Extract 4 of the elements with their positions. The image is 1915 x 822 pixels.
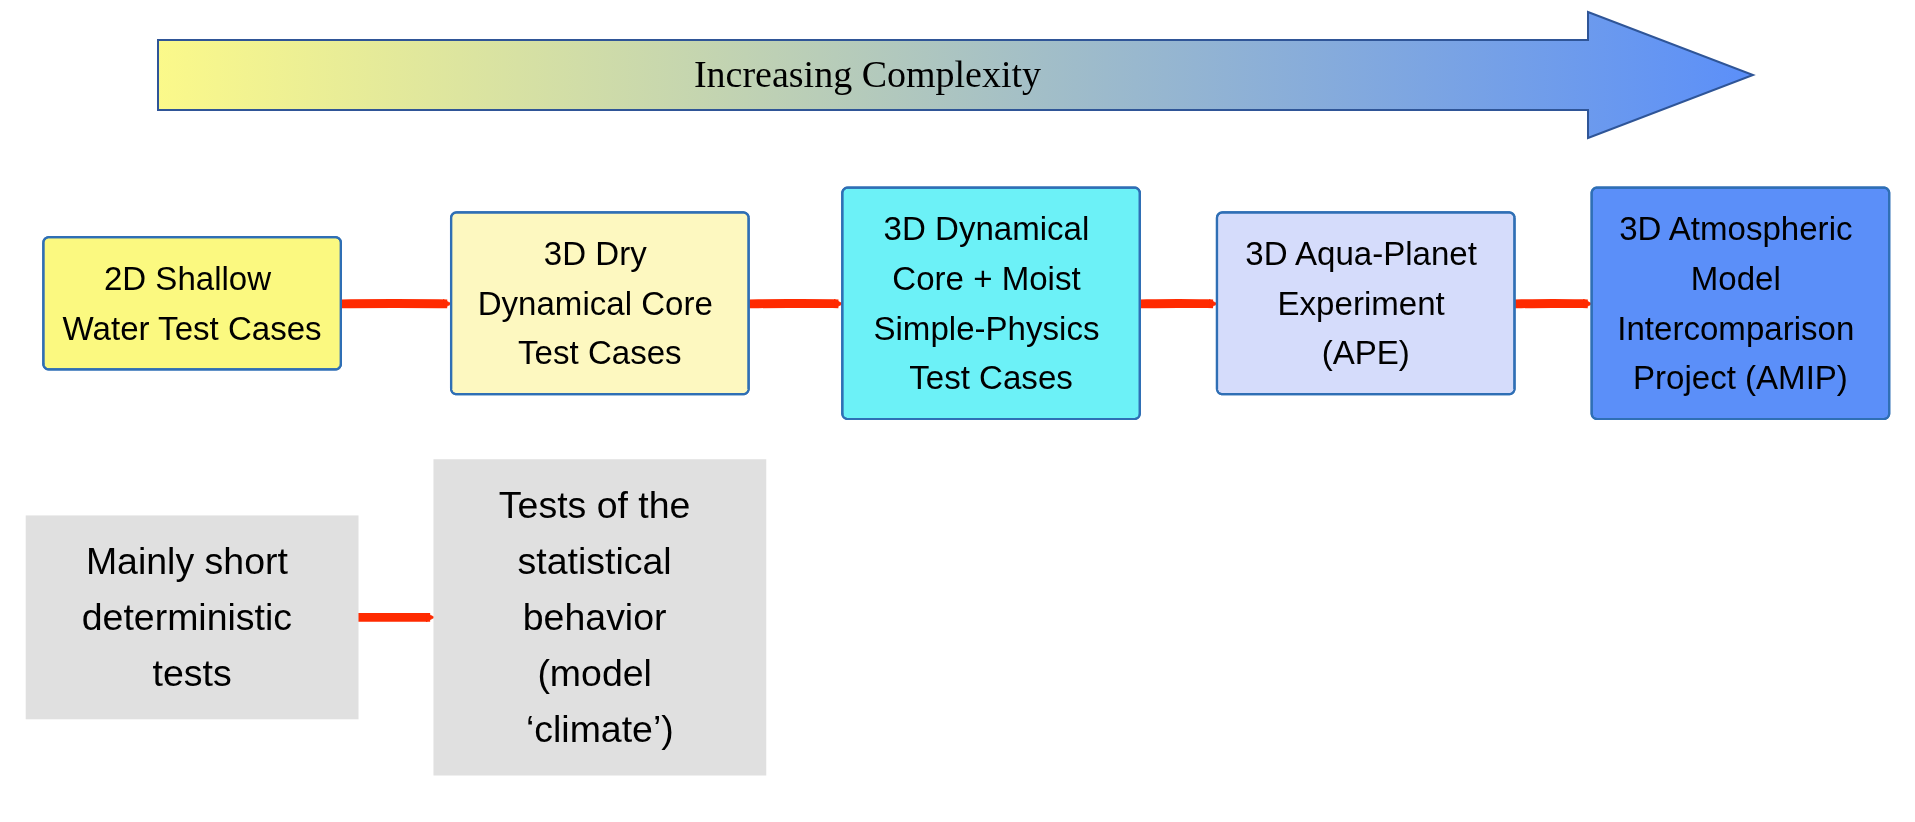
node-box: Mainly short deterministic tests <box>25 515 358 720</box>
arrow <box>356 612 435 623</box>
node-box: Tests of the statistical behavior (model ‘climate’) <box>432 459 766 776</box>
arrow-label: Increasing Complexity <box>693 52 1042 96</box>
